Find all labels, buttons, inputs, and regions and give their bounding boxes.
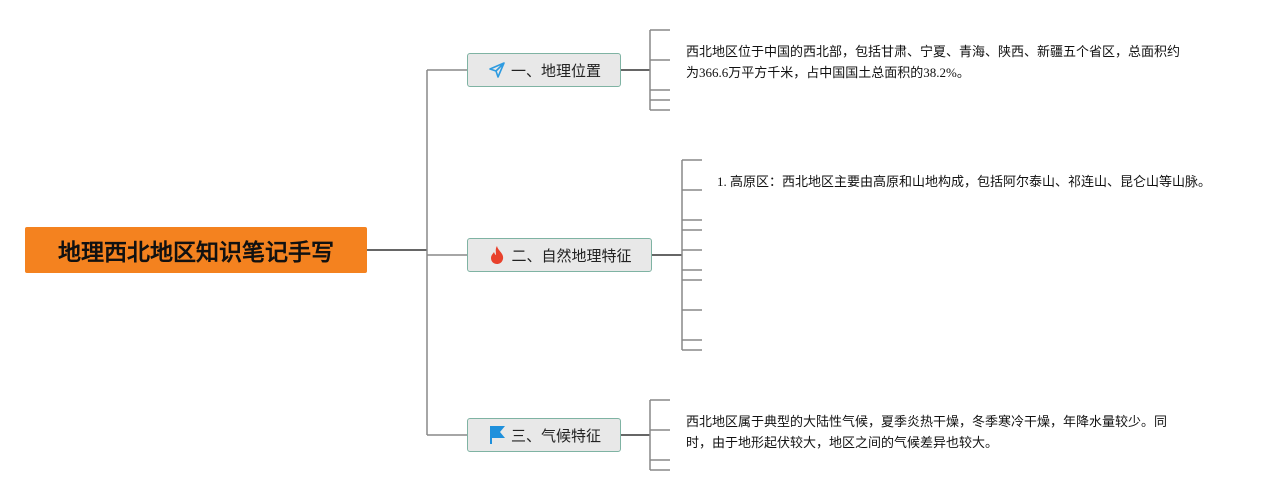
topic-natural-features[interactable]: 二、自然地理特征 [467, 238, 652, 272]
topic-label: 三、气候特征 [510, 426, 601, 445]
note-climate: 西北地区属于典型的大陆性气候，夏季炎热干燥，冬季寒冷干燥，年降水量较少。同时，由… [686, 414, 1168, 450]
root-title: 地理西北地区知识笔记手写 [58, 240, 334, 266]
root-topic[interactable]: 地理西北地区知识笔记手写 [25, 227, 367, 273]
topic-geographic-location[interactable]: 一、地理位置 [467, 53, 621, 87]
topic-label: 一、地理位置 [510, 61, 601, 80]
paper-plane-icon [487, 60, 507, 80]
note-natural-features: 1. 高原区：西北地区主要由高原和山地构成，包括阿尔泰山、祁连山、昆仑山等山脉。 [717, 174, 1212, 189]
topic-label: 二、自然地理特征 [511, 246, 632, 265]
topic-climate[interactable]: 三、气候特征 [467, 418, 621, 452]
flag-icon [487, 425, 507, 445]
fire-icon [487, 245, 507, 265]
note-geographic-location: 西北地区位于中国的西北部，包括甘肃、宁夏、青海、陕西、新疆五个省区，总面积约为3… [686, 44, 1181, 80]
